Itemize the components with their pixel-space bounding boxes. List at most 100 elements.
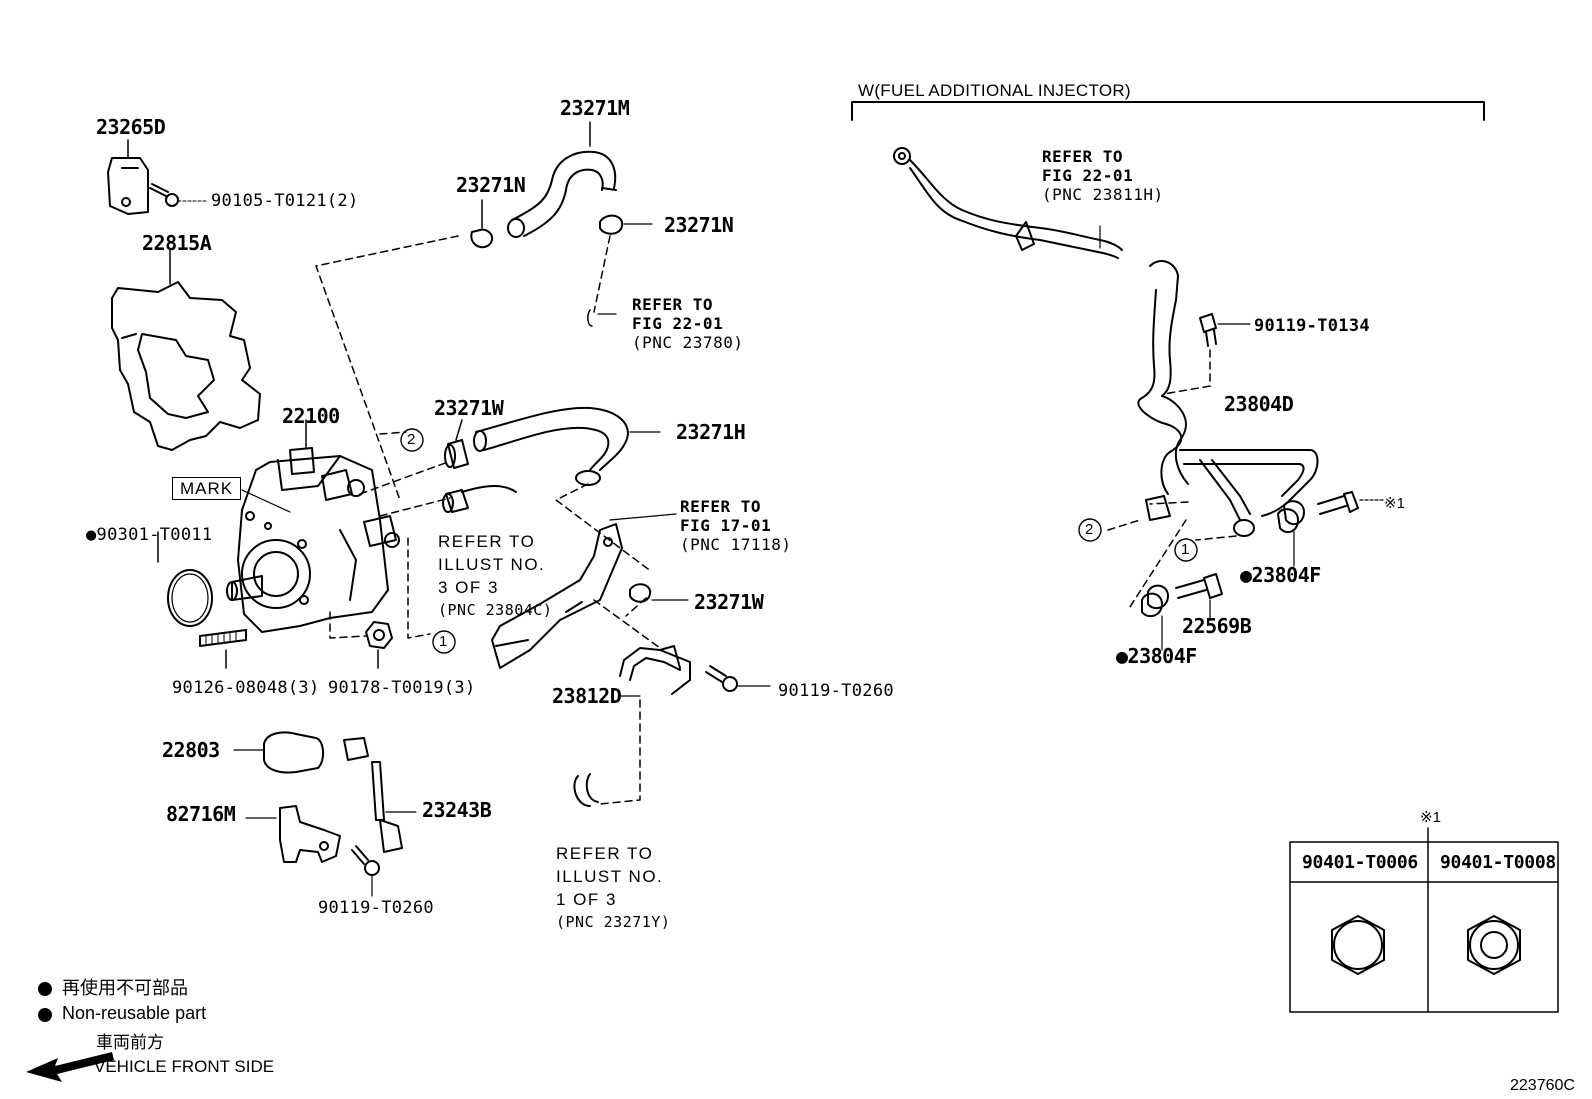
- part-number: 23804F: [1127, 644, 1198, 668]
- part-90301-t0011: 90301-T0011: [86, 525, 213, 545]
- callout-circles: [400, 428, 1198, 654]
- refer-line: ILLUST NO.: [438, 555, 546, 574]
- part-90105-t0121: 90105-T0121(2): [211, 191, 359, 211]
- part-22100: 22100: [282, 404, 340, 428]
- refer-line: 3 OF 3: [438, 578, 499, 597]
- clamp-23271n-left: [470, 199, 494, 249]
- pipe-23804d: [1137, 260, 1319, 537]
- part-23812d: 23812D: [552, 684, 622, 708]
- refer-line: (PNC 23811H): [1042, 185, 1164, 204]
- refer-line: REFER TO: [632, 295, 714, 314]
- legend-non-reusable-jp: 再使用不可部品: [62, 978, 188, 998]
- clamp-23271w-top: [444, 419, 469, 469]
- insulator-22815a: [111, 249, 261, 451]
- callout-1-right: 1: [1181, 541, 1190, 558]
- note-table-col1: 90401-T0006: [1302, 852, 1418, 873]
- refer-line: FIG 22-01: [632, 314, 724, 333]
- part-22815a: 22815A: [142, 231, 212, 255]
- part-82716m: 82716M: [166, 802, 236, 826]
- bolt-90119-t0134: [1199, 313, 1251, 347]
- legend-front-en: VEHICLE FRONT SIDE: [94, 1057, 275, 1076]
- part-23271m: 23271M: [560, 96, 630, 120]
- part-23271n-right: 23271N: [664, 213, 734, 237]
- refer-line: FIG 22-01: [1042, 166, 1134, 185]
- figure-id: 223760C: [1510, 1077, 1575, 1094]
- part-23804d: 23804D: [1224, 392, 1294, 416]
- refer-line: 1 OF 3: [556, 890, 617, 909]
- stud-90126: [199, 629, 247, 669]
- dashed-right: [1107, 349, 1237, 611]
- cover-23265d: [107, 139, 149, 215]
- part-23271w-bottom: 23271W: [694, 590, 764, 614]
- note-marker: ※1: [1384, 495, 1405, 512]
- part-23804f-right: 23804F: [1240, 563, 1322, 587]
- dashed-23271h: [555, 483, 661, 649]
- refer-fig-22-01-right: REFER TO FIG 22-01 (PNC 23811H): [1042, 147, 1164, 204]
- clamp-23271w-bottom: [629, 583, 689, 603]
- pump-dashed-lines: [315, 235, 459, 639]
- refer-line: REFER TO: [556, 844, 654, 863]
- bracket-82716m: [245, 805, 341, 863]
- nut-90178: [365, 621, 393, 669]
- part-90119-t0260-bottom: 90119-T0260: [318, 898, 434, 918]
- pump-22100: [226, 419, 400, 633]
- sensor-23243b: [343, 737, 417, 853]
- part-number: 23804F: [1251, 563, 1322, 587]
- oring-90301: [157, 531, 213, 627]
- damper-22803: [233, 731, 324, 774]
- part-23271n-left: 23271N: [456, 173, 526, 197]
- callout-2-right: 2: [1085, 521, 1094, 538]
- bolt-90119-bottom: [351, 845, 380, 897]
- group-bracket: [851, 101, 1485, 121]
- hose-23271m: [507, 121, 617, 238]
- part-22803: 22803: [162, 738, 220, 762]
- refer-fig-17-01: REFER TO FIG 17-01 (PNC 17118): [680, 497, 791, 554]
- note-table: [1289, 827, 1559, 1013]
- hose-23271h: [473, 406, 661, 486]
- part-90119-t0134: 90119-T0134: [1254, 316, 1370, 336]
- refer-line: ILLUST NO.: [556, 867, 664, 886]
- part-23265d: 23265D: [96, 115, 166, 139]
- leader-17118: [609, 513, 677, 521]
- mark-label: MARK: [172, 477, 242, 500]
- note-table-marker: ※1: [1420, 809, 1441, 826]
- part-23271h: 23271H: [676, 420, 746, 444]
- note-table-col2: 90401-T0008: [1440, 852, 1556, 873]
- hose-end-23271y: [573, 773, 599, 807]
- part-90178-t0019: 90178-T0019(3): [328, 678, 476, 698]
- callout-2-left: 2: [407, 431, 416, 448]
- part-number: 90301-T0011: [96, 525, 213, 545]
- bolt-22569b: [1175, 573, 1223, 621]
- refer-line: (PNC 23804C): [438, 601, 553, 619]
- bolt-90105: [149, 183, 207, 207]
- part-23243b: 23243B: [422, 798, 492, 822]
- nut-90401-t0006: [1331, 915, 1385, 975]
- bracket-17118: [491, 523, 623, 669]
- pipe-stub: [442, 485, 517, 513]
- bolt-90119-mid: [705, 665, 771, 692]
- non-reusable-dot-icon: [38, 982, 52, 996]
- clamp-23271n-right: [587, 214, 653, 327]
- mark-box: MARK: [172, 477, 242, 500]
- nut-90401-t0008: [1467, 915, 1521, 975]
- front-arrow-icon: [26, 1052, 114, 1082]
- pipe-23812d: [619, 645, 691, 697]
- dashed-23271y: [599, 699, 641, 805]
- mark-leader: [241, 489, 291, 513]
- refer-line: REFER TO: [438, 532, 536, 551]
- non-reusable-dot-icon: [38, 1008, 52, 1022]
- refer-line: (PNC 23271Y): [556, 913, 671, 931]
- refer-illust-1-of-3: REFER TO ILLUST NO. 1 OF 3 (PNC 23271Y): [556, 842, 670, 934]
- part-23804f-bottom: 23804F: [1116, 644, 1198, 668]
- legend-front-jp: 車両前方: [96, 1033, 164, 1052]
- gasket-23804f-bottom: [1141, 584, 1169, 651]
- refer-line: (PNC 23780): [632, 333, 744, 352]
- legend-non-reusable-en: Non-reusable part: [62, 1003, 207, 1023]
- bolt-note1: [1317, 491, 1385, 515]
- refer-line: (PNC 17118): [680, 535, 792, 554]
- part-22569b: 22569B: [1182, 614, 1252, 638]
- pipe-23811h: [893, 147, 1123, 259]
- fitting-23804f-top: [1145, 495, 1171, 521]
- refer-fig-22-01-left: REFER TO FIG 22-01 (PNC 23780): [632, 295, 743, 352]
